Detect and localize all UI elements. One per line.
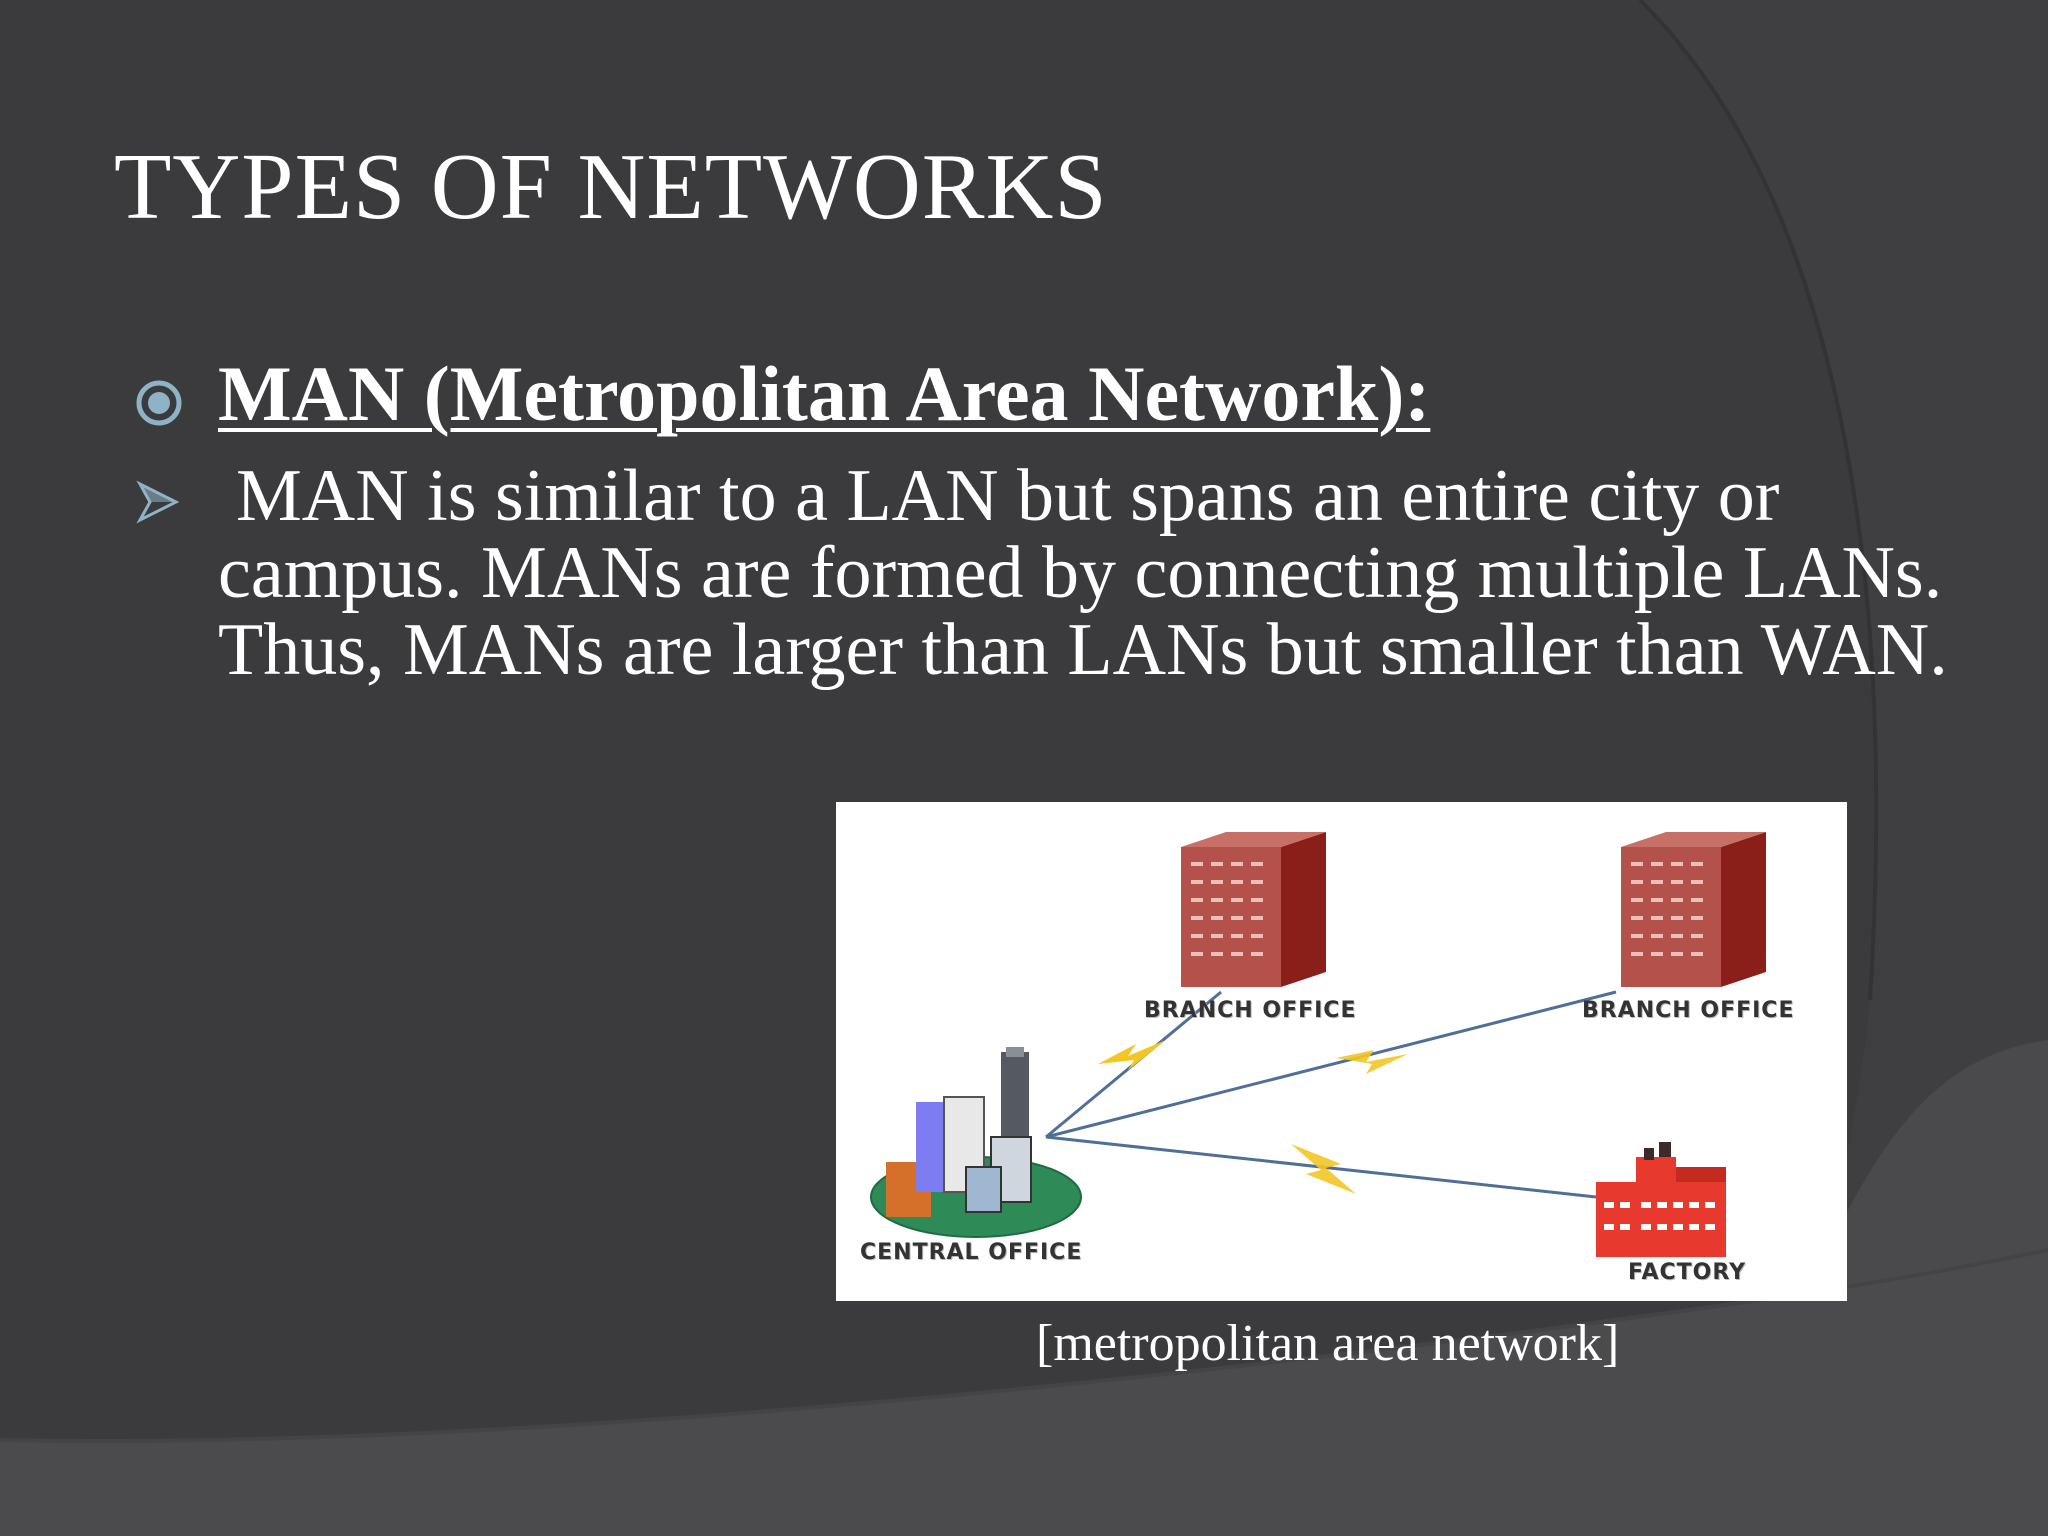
central-office-buildings-icon <box>870 1047 1082 1238</box>
label-central-office: CENTRAL OFFICE <box>860 1240 1083 1265</box>
lightning-icon <box>1098 1040 1166 1070</box>
man-diagram: BRANCH OFFICE BRANCH OFFICE CENTRAL OFFI… <box>836 802 1847 1301</box>
section-heading: MAN (Metropolitan Area Network): <box>218 350 1431 437</box>
arrowhead-right-icon <box>136 480 180 524</box>
link-central-to-branch-2 <box>1045 990 1617 1139</box>
lightning-icon <box>1336 1050 1408 1074</box>
man-diagram-graphic <box>870 832 1766 1257</box>
label-factory: FACTORY <box>1628 1260 1747 1285</box>
factory-building-icon <box>1596 1142 1726 1257</box>
body-paragraph: MAN is similar to a LAN but spans an ent… <box>218 455 1948 691</box>
label-branch-office-2: BRANCH OFFICE <box>1582 998 1795 1023</box>
slide-title: TYPES OF NETWORKS <box>114 135 1108 239</box>
circle-dot-icon <box>136 380 182 426</box>
branch-office-1-building-icon <box>1181 832 1326 987</box>
branch-office-2-building-icon <box>1621 832 1766 987</box>
lightning-icon <box>1291 1144 1356 1194</box>
label-branch-office-1: BRANCH OFFICE <box>1144 998 1357 1023</box>
figure-caption: [metropolitan area network] <box>1036 1315 1620 1372</box>
